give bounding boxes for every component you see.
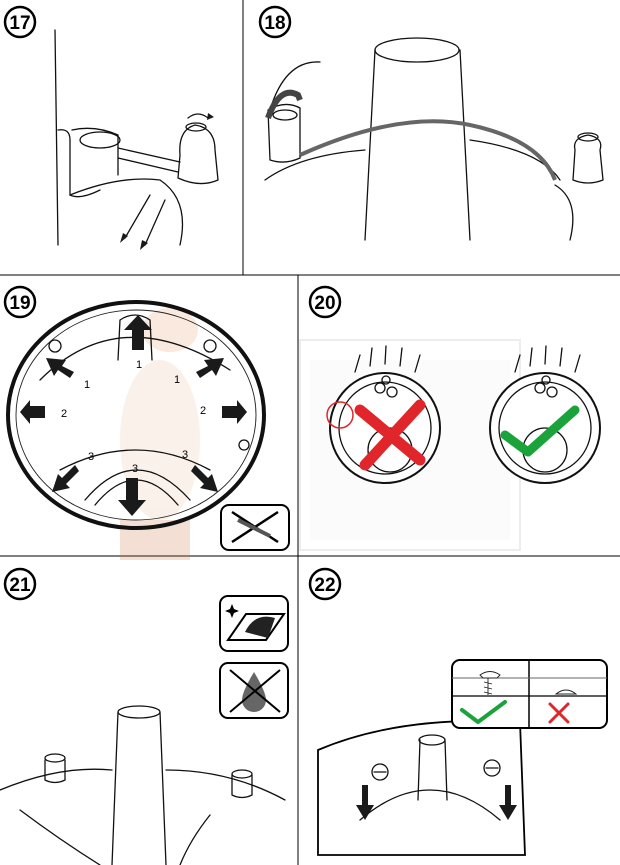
cross-mark-icon	[354, 399, 426, 471]
check-mark-icon	[500, 405, 580, 457]
stage-label: 1	[84, 379, 90, 391]
step-number: 19	[9, 293, 30, 314]
step-20-panel: 20	[308, 285, 601, 484]
step-21-panel: 21	[0, 567, 289, 865]
no-tools-icon	[220, 504, 290, 551]
screw-detail-inset	[451, 659, 608, 729]
step-18-panel: 18	[258, 5, 604, 241]
wrong-installation	[326, 345, 441, 484]
step-22-panel: 22	[308, 567, 608, 856]
clean-with-cloth-icon	[219, 595, 289, 652]
stage-label: 2	[200, 405, 206, 417]
removal-arrows	[20, 315, 247, 516]
correct-installation	[489, 345, 601, 484]
stage-label: 1	[136, 359, 142, 371]
stage-label: 3	[132, 463, 138, 475]
stage-label: 3	[88, 451, 94, 463]
problem-highlight-circle	[326, 401, 354, 429]
check-mark-icon	[460, 700, 507, 724]
no-liquid-icon	[219, 662, 289, 719]
step-number: 18	[264, 13, 285, 34]
stage-label: 3	[182, 449, 188, 461]
step-number: 17	[9, 13, 30, 34]
step-17-panel: 17	[3, 5, 219, 250]
cross-mark-icon	[548, 702, 570, 724]
step-19-panel: 19 1 1 2 2 3 3 3 1	[3, 285, 290, 551]
step-number: 22	[314, 575, 335, 596]
stage-label: 1	[174, 374, 180, 386]
step-number: 20	[314, 293, 335, 314]
stage-label: 2	[61, 408, 67, 420]
step-number: 21	[9, 575, 31, 596]
